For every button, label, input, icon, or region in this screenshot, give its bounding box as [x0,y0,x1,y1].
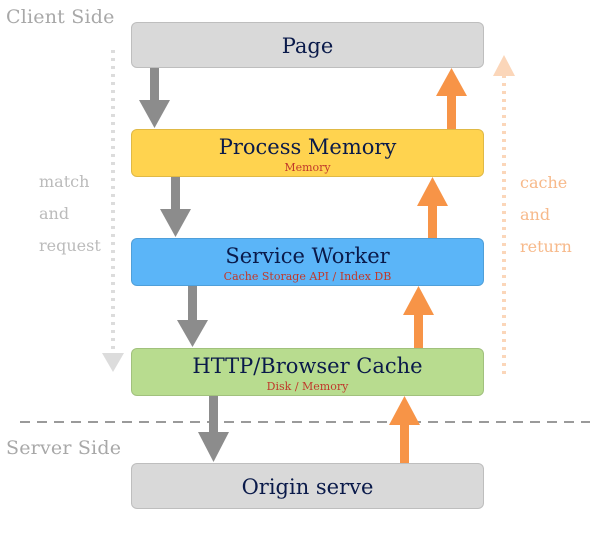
response-arrow-origin-to-http [389,396,420,463]
response-arrow-sw-to-memory [417,177,448,238]
left-dotted-arrowhead [102,353,124,372]
origin-box-title: Origin serve [241,475,374,499]
service-worker-subtitle: Cache Storage API / Index DB [223,270,392,283]
cache-word: cache [520,173,568,192]
process-memory-title: Process Memory [218,135,397,159]
request-word: request [39,236,101,255]
page-box-title: Page [281,34,334,58]
match-and-request-annotation: match and request [39,166,101,262]
client-side-label: Client Side [6,6,115,28]
request-arrow-page-to-memory [139,68,170,128]
return-word: return [520,237,572,256]
server-side-label: Server Side [6,437,122,459]
response-arrow-http-to-sw [403,286,434,348]
service-worker-box: Service Worker Cache Storage API / Index… [131,238,484,286]
service-worker-title: Service Worker [225,244,390,268]
origin-box: Origin serve [131,463,484,509]
response-arrow-memory-to-page [436,68,467,129]
process-memory-subtitle: Memory [284,161,331,174]
cache-and-return-annotation: cache and return [520,167,572,263]
http-cache-box: HTTP/Browser Cache Disk / Memory [131,348,484,396]
request-arrow-http-to-origin [198,396,229,462]
request-arrow-sw-to-http [177,286,208,347]
http-cache-subtitle: Disk / Memory [266,380,349,393]
request-arrow-memory-to-sw [160,177,191,237]
process-memory-box: Process Memory Memory [131,129,484,177]
match-word: match [39,172,90,191]
http-cache-title: HTTP/Browser Cache [192,354,423,378]
page-box: Page [131,22,484,68]
right-dotted-arrowhead [493,55,515,76]
and-word-left: and [39,204,70,223]
and-word-right: and [520,205,551,224]
